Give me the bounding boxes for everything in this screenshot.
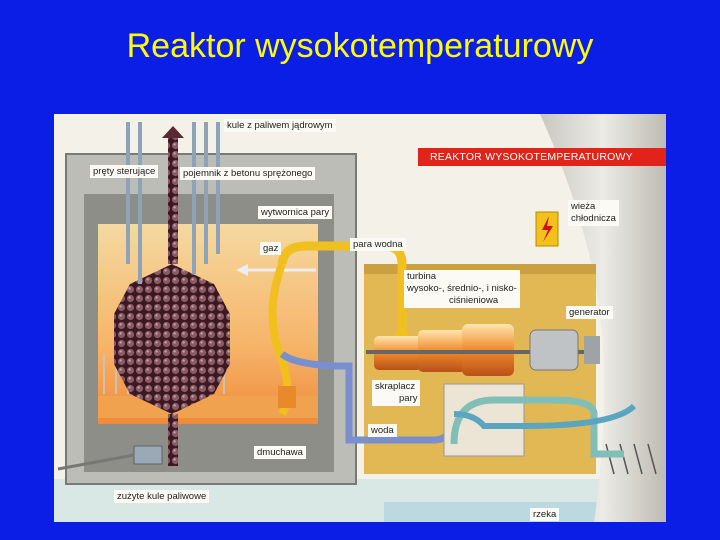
label-condenser-line1: skraplacz xyxy=(375,381,416,392)
label-steam-generator: wytwornica pary xyxy=(258,206,333,219)
label-turbine: turbina wysoko-, średnio-, i nisko- ciśn… xyxy=(404,270,520,308)
label-turbine-line3: ciśnieniowa xyxy=(449,295,499,306)
reactor-diagram: REAKTOR WYSOKOTEMPERATUROWY kule z paliw… xyxy=(54,114,666,522)
label-fuel-balls: kule z paliwem jądrowym xyxy=(224,119,336,132)
label-spent-fuel: zużyte kule paliwowe xyxy=(114,490,210,503)
label-gas: gaz xyxy=(260,242,282,255)
control-rods xyxy=(126,122,220,284)
label-river: rzeka xyxy=(530,508,560,521)
label-generator: generator xyxy=(566,306,613,319)
turbine-train xyxy=(366,324,594,376)
label-blower: dmuchawa xyxy=(254,446,306,459)
spent-fuel-conveyor xyxy=(57,453,135,471)
label-steam: para wodna xyxy=(350,238,406,251)
building-roof xyxy=(364,264,596,274)
label-condenser: skraplacz pary xyxy=(372,380,421,406)
label-control-rods: pręty sterujące xyxy=(90,165,159,178)
label-condenser-line2: pary xyxy=(399,393,418,404)
diagram-illustration xyxy=(54,114,666,522)
fuel-feed-column xyxy=(162,126,184,466)
generator-unit xyxy=(529,329,600,371)
spent-fuel-container xyxy=(133,445,163,465)
label-cooling-tower: wieża chłodnicza xyxy=(568,200,619,226)
label-cooling-tower-line1: wieża xyxy=(571,201,596,212)
label-concrete-vessel: pojemnik z betonu sprężonego xyxy=(180,167,316,180)
label-cooling-tower-line2: chłodnicza xyxy=(571,213,616,224)
diagram-banner: REAKTOR WYSOKOTEMPERATUROWY xyxy=(418,148,666,166)
slide-title: Reaktor wysokotemperaturowy xyxy=(126,27,594,65)
label-turbine-line1: turbina xyxy=(407,271,437,282)
tower-legs xyxy=(605,443,657,475)
pebble-bed-core xyxy=(114,264,230,414)
blower xyxy=(278,386,296,408)
condenser-cooling-loop xyxy=(450,396,624,458)
label-water: woda xyxy=(368,424,397,437)
cooling-water-return xyxy=(453,403,637,429)
label-turbine-line2: wysoko-, średnio-, i nisko- xyxy=(407,283,517,294)
